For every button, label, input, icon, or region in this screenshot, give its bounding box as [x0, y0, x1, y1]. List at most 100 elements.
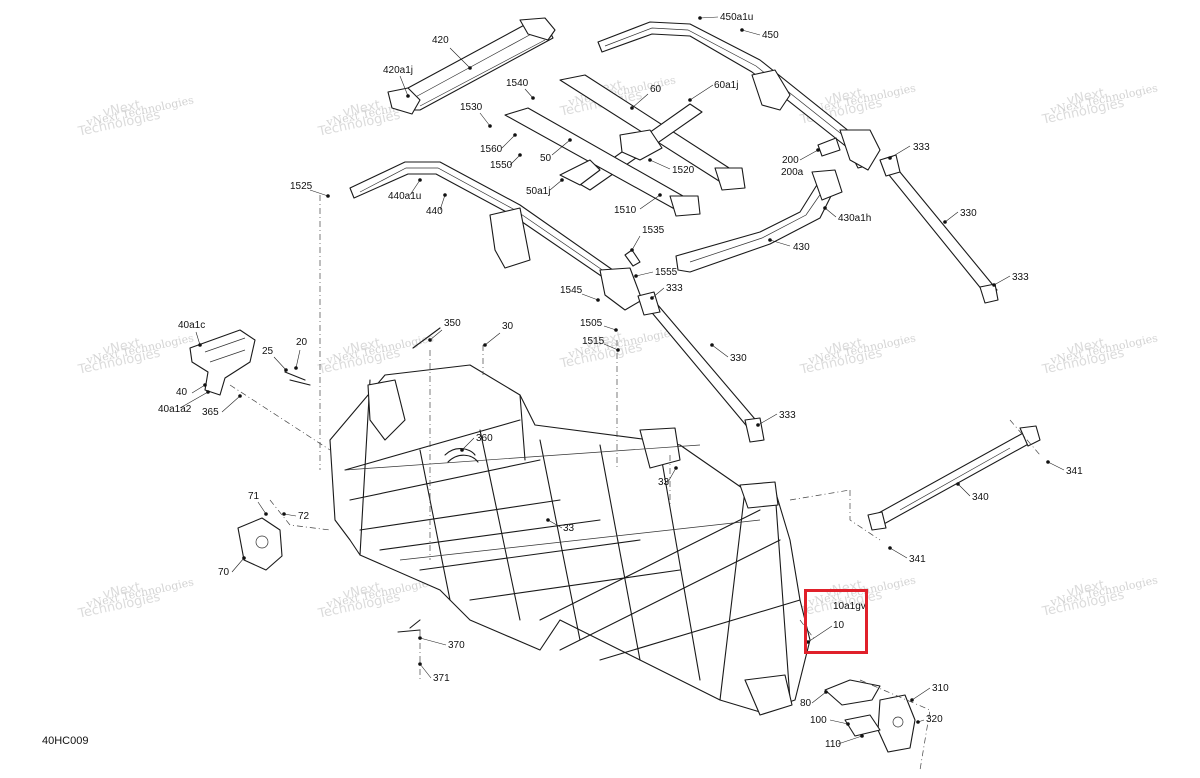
- fastener-dot: [460, 448, 464, 452]
- leader-line-330: [944, 211, 959, 223]
- callout-33: 33: [563, 523, 575, 534]
- callout-200a: 200a: [781, 167, 804, 178]
- callout-360: 360: [476, 433, 493, 444]
- part-50-cross-member: [504, 107, 701, 217]
- callout-71: 71: [248, 491, 260, 502]
- callout-333: 333: [913, 142, 930, 153]
- fastener-dot: [428, 338, 432, 342]
- callout-420a1j: 420a1j: [383, 65, 413, 76]
- leader-line-1545: [581, 293, 599, 301]
- fastener-dot: [943, 220, 947, 224]
- leader-line-30: [484, 332, 501, 346]
- fastener-dot: [630, 248, 634, 252]
- callout-430a1h: 430a1h: [838, 213, 871, 224]
- leader-line-1550: [509, 154, 521, 166]
- leader-line-1535: [631, 235, 641, 251]
- leader-line-1555: [635, 271, 654, 277]
- callout-450a1u: 450a1u: [720, 12, 753, 23]
- part-70-bracket: [237, 517, 283, 571]
- fastener-dot: [596, 298, 600, 302]
- fastener-dot: [238, 394, 242, 398]
- reference-lines: [229, 195, 1041, 771]
- callout-60: 60: [650, 84, 662, 95]
- callout-60a1j: 60a1j: [714, 80, 738, 91]
- fastener-dot: [806, 640, 810, 644]
- leader-line-200: [799, 149, 819, 161]
- part-420-upper-bar: [387, 17, 556, 115]
- leader-line-33: [667, 467, 677, 483]
- fastener-dot: [634, 274, 638, 278]
- leader-line-70: [231, 557, 245, 573]
- callout-1530: 1530: [460, 102, 483, 113]
- fastener-dot: [418, 636, 422, 640]
- callout-330: 330: [730, 353, 747, 364]
- leader-line-40a1a2: [179, 391, 209, 409]
- leader-line-60: [631, 93, 649, 109]
- fastener-dot: [468, 66, 472, 70]
- fastener-dot: [916, 720, 920, 724]
- fastener-dot: [710, 343, 714, 347]
- callout-80: 80: [800, 698, 812, 709]
- callout-320: 320: [926, 714, 943, 725]
- fastener-dot: [740, 28, 744, 32]
- fastener-dot: [614, 328, 618, 332]
- leader-line-71: [257, 501, 267, 515]
- callout-40a1c: 40a1c: [178, 320, 205, 331]
- leader-line-450a1u: [699, 16, 719, 19]
- callout-440: 440: [426, 206, 443, 217]
- fastener-dot: [616, 348, 620, 352]
- fastener-dot: [242, 556, 246, 560]
- callout-leaders: [179, 16, 1065, 745]
- callout-430: 430: [793, 242, 810, 253]
- fastener-dot: [418, 178, 422, 182]
- callout-50: 50: [540, 153, 552, 164]
- leader-line-360: [461, 437, 475, 451]
- fastener-dot: [326, 194, 330, 198]
- fastener-dot: [910, 698, 914, 702]
- leader-line-50: [551, 139, 571, 156]
- fastener-dot: [282, 512, 286, 516]
- callout-10a1gv: 10a1gv: [833, 601, 866, 612]
- leader-line-1525: [309, 189, 329, 197]
- fastener-dot: [513, 133, 517, 137]
- leader-line-1540: [524, 88, 534, 99]
- callout-333: 333: [666, 283, 683, 294]
- part-440-roof-bar: [349, 161, 643, 311]
- fastener-dot: [264, 512, 268, 516]
- callout-72: 72: [298, 511, 310, 522]
- fastener-dot: [698, 16, 702, 20]
- fastener-dot: [674, 466, 678, 470]
- callout-371: 371: [433, 673, 450, 684]
- callout-1515: 1515: [582, 336, 605, 347]
- fastener-dot: [768, 238, 772, 242]
- callout-40a1a2: 40a1a2: [158, 404, 192, 415]
- fastener-dot: [418, 662, 422, 666]
- callout-1560: 1560: [480, 144, 503, 155]
- fastener-dot: [650, 296, 654, 300]
- fastener-dot: [531, 96, 535, 100]
- callout-110: 110: [825, 739, 841, 750]
- leader-line-50a1j: [549, 179, 563, 191]
- leader-line-333: [889, 145, 911, 159]
- leader-line-100: [829, 719, 849, 725]
- leader-line-1560: [501, 134, 516, 149]
- callout-1525: 1525: [290, 181, 313, 192]
- leader-line-20: [295, 349, 301, 369]
- part-330-upper-tube: [879, 154, 999, 304]
- callout-365: 365: [202, 407, 219, 418]
- part-450-roof-bar: [597, 21, 881, 171]
- leader-line-430a1h: [824, 207, 837, 218]
- fastener-dot: [658, 193, 662, 197]
- leader-line-350: [429, 329, 443, 341]
- fastener-dot: [560, 178, 564, 182]
- fastener-dot: [630, 106, 634, 110]
- callout-10: 10: [833, 620, 845, 631]
- fastener-dot: [816, 148, 820, 152]
- fastener-dot: [846, 722, 850, 726]
